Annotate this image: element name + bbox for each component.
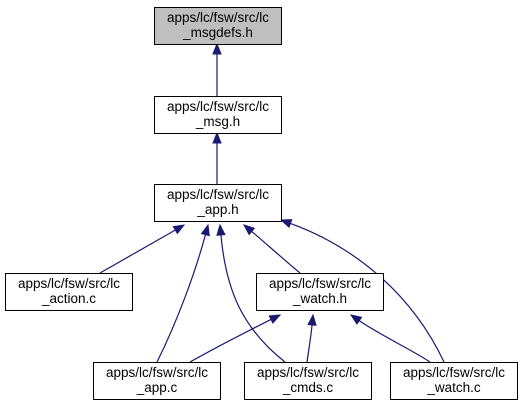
edge-lc_action_c-to-lc_app_h bbox=[99, 224, 186, 274]
arrowhead-icon bbox=[279, 219, 293, 229]
node-label-line1: apps/lc/fsw/src/lc bbox=[106, 365, 208, 380]
node-label-line2: _msg.h bbox=[195, 114, 240, 129]
node-label-line1: apps/lc/fsw/src/lc bbox=[167, 187, 269, 202]
arrowhead-icon bbox=[212, 131, 222, 144]
node-label-line1: apps/lc/fsw/src/lc bbox=[167, 99, 269, 114]
node-lc-msg[interactable]: apps/lc/fsw/src/lc_msg.h bbox=[154, 96, 282, 134]
edge-lc_watch_c-to-lc_watch_h bbox=[349, 314, 431, 363]
node-label-line2: _action.c bbox=[41, 291, 96, 306]
node-label-line1: apps/lc/fsw/src/lc bbox=[18, 276, 120, 291]
node-lc-action-c[interactable]: apps/lc/fsw/src/lc_action.c bbox=[5, 273, 133, 311]
edge-lc_cmds_c-to-lc_watch_h bbox=[306, 313, 317, 363]
node-label-line1: apps/lc/fsw/src/lc bbox=[269, 276, 371, 291]
arrowhead-icon bbox=[172, 224, 186, 235]
node-label-line2: _app.h bbox=[196, 202, 238, 217]
node-lc-watch-h[interactable]: apps/lc/fsw/src/lc_watch.h bbox=[256, 273, 384, 311]
edge-lc_app_c-to-lc_watch_h bbox=[189, 314, 282, 363]
edge-line bbox=[220, 234, 286, 363]
edge-line bbox=[189, 318, 272, 363]
node-lc-watch-c[interactable]: apps/lc/fsw/src/lc_watch.c bbox=[390, 362, 518, 400]
edge-lc_app_h-to-lc_msg bbox=[212, 131, 222, 184]
node-label-line1: apps/lc/fsw/src/lc bbox=[257, 365, 359, 380]
arrowhead-icon bbox=[268, 314, 282, 324]
node-box bbox=[244, 362, 372, 400]
node-label-line2: _cmds.c bbox=[282, 380, 334, 395]
node-lc-cmds-c[interactable]: apps/lc/fsw/src/lc_cmds.c bbox=[244, 362, 372, 400]
node-box bbox=[154, 7, 282, 45]
edge-line bbox=[251, 230, 301, 274]
node-label-line2: _msgdefs.h bbox=[182, 25, 253, 40]
edges-layer bbox=[99, 42, 445, 363]
arrowhead-icon bbox=[216, 223, 226, 236]
node-box bbox=[5, 273, 133, 311]
node-lc-app-h[interactable]: apps/lc/fsw/src/lc_app.h bbox=[154, 184, 282, 222]
edge-line bbox=[156, 234, 207, 363]
node-label-line2: _watch.c bbox=[426, 380, 481, 395]
node-lc-app-c[interactable]: apps/lc/fsw/src/lc_app.c bbox=[93, 362, 221, 400]
edge-lc_app_c-to-lc_app_h bbox=[156, 223, 210, 363]
edge-lc_watch_h-to-lc_app_h bbox=[242, 224, 301, 274]
edge-line bbox=[99, 229, 176, 274]
edge-line bbox=[358, 320, 431, 363]
node-label-line2: _app.c bbox=[136, 380, 178, 395]
arrowhead-icon bbox=[242, 224, 256, 236]
node-box bbox=[154, 184, 282, 222]
node-box bbox=[256, 273, 384, 311]
node-label-line1: apps/lc/fsw/src/lc bbox=[403, 365, 505, 380]
arrowhead-icon bbox=[349, 314, 363, 325]
nodes-layer: apps/lc/fsw/src/lc_msgdefs.happs/lc/fsw/… bbox=[5, 7, 518, 400]
arrowhead-icon bbox=[200, 223, 210, 237]
edge-lc_msg-to-lc_msgdefs bbox=[212, 42, 222, 96]
node-box bbox=[154, 96, 282, 134]
node-lc-msgdefs: apps/lc/fsw/src/lc_msgdefs.h bbox=[154, 7, 282, 45]
arrowhead-icon bbox=[212, 42, 222, 55]
node-box bbox=[390, 362, 518, 400]
arrowhead-icon bbox=[307, 313, 317, 326]
node-label-line1: apps/lc/fsw/src/lc bbox=[167, 10, 269, 25]
node-box bbox=[93, 362, 221, 400]
edge-line bbox=[306, 324, 313, 363]
edge-lc_cmds_c-to-lc_app_h bbox=[216, 223, 286, 363]
node-label-line2: _watch.h bbox=[292, 291, 347, 306]
